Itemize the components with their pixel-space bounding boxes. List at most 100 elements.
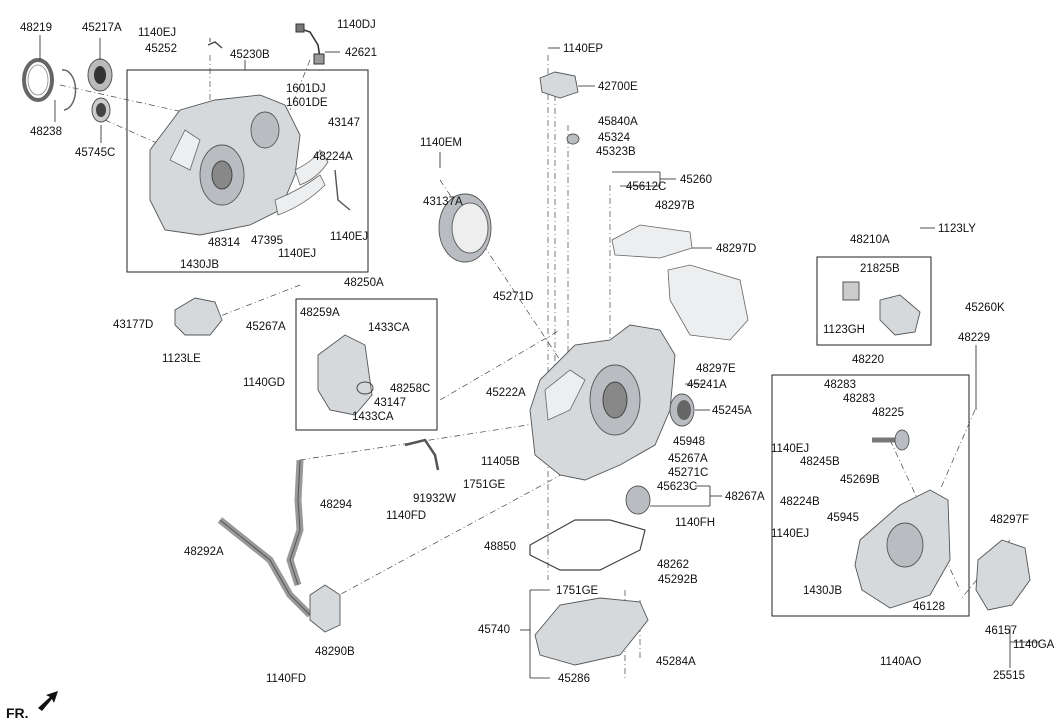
label-45267a: 45267A [246, 321, 286, 333]
label-43177d: 43177D [113, 319, 153, 331]
transmission-case-45241a [529, 324, 676, 481]
label-46157: 46157 [985, 625, 1017, 637]
label-48224b: 48224B [780, 496, 820, 508]
label-1430jb: 1430JB [180, 259, 219, 271]
label-43147: 43147 [328, 117, 360, 129]
label-48294: 48294 [320, 499, 353, 511]
label-48259a: 48259A [300, 307, 340, 319]
label-48220: 48220 [852, 354, 884, 366]
label-1140ej: 1140EJ [138, 27, 176, 39]
label-42621: 42621 [345, 47, 377, 59]
sensor-42621 [295, 23, 325, 65]
label-1751ge: 1751GE [556, 585, 599, 597]
direction-arrow-icon [38, 691, 58, 711]
label-43147: 43147 [374, 397, 406, 409]
label-48224a: 48224A [313, 151, 353, 163]
label-45324: 45324 [598, 132, 631, 144]
label-48245b: 48245B [800, 456, 840, 468]
label-48267a: 48267A [725, 491, 765, 503]
label-45271c: 45271C [668, 467, 708, 479]
label-46128: 46128 [913, 601, 945, 613]
label-45230b: 45230B [230, 49, 270, 61]
label-48297f: 48297F [990, 514, 1029, 526]
part-labels: 48219 45217A 1140EJ 45252 1140DJ 42621 4… [20, 19, 1055, 685]
label-45292b: 45292B [658, 574, 698, 586]
label-1140gd: 1140GD [243, 377, 285, 389]
bracket-48297f [975, 539, 1031, 611]
label-45269b: 45269B [840, 474, 880, 486]
oil-seal-45745c [91, 97, 111, 123]
valve-body-cover-48250a [317, 334, 374, 416]
label-43137a: 43137A [423, 196, 463, 208]
group-box-48220 [771, 374, 970, 617]
label-48297d: 48297D [716, 243, 756, 255]
pipe-48224a [334, 169, 351, 211]
label-48283: 48283 [824, 379, 856, 391]
label-45323b: 45323B [596, 146, 636, 158]
label-1123gh: 1123GH [823, 324, 865, 336]
label-48262: 48262 [657, 559, 689, 571]
label-45284a: 45284A [656, 656, 696, 668]
label-45271d: 45271D [493, 291, 533, 303]
label-45945: 45945 [827, 512, 859, 524]
label-48297b: 48297B [655, 200, 695, 212]
hose-48292a [217, 517, 313, 618]
bracket-45252 [207, 41, 223, 49]
label-1140ep: 1140EP [563, 43, 603, 55]
label-1140ao: 1140AO [880, 656, 921, 668]
label-25515: 25515 [993, 670, 1025, 682]
label-1430jb: 1430JB [803, 585, 842, 597]
label-45948: 45948 [673, 436, 705, 448]
oil-pan-45740 [534, 597, 649, 666]
label-48850: 48850 [484, 541, 516, 553]
label-45260k: 45260K [965, 302, 1005, 314]
label-45267a: 45267A [668, 453, 708, 465]
label-45252: 45252 [145, 43, 177, 55]
oil-seal-45217a [87, 58, 113, 92]
label-1751ge: 1751GE [463, 479, 506, 491]
seal-ring-48219 [22, 58, 54, 102]
label-45260: 45260 [680, 174, 712, 186]
label-45745c: 45745C [75, 147, 115, 159]
shaft-48225 [872, 429, 910, 451]
label-48219: 48219 [20, 22, 52, 34]
label-48314: 48314 [208, 237, 241, 249]
label-45612c: 45612C [626, 181, 666, 193]
snap-ring-48238 [61, 69, 77, 111]
label-48229: 48229 [958, 332, 990, 344]
label-45840a: 45840A [598, 116, 638, 128]
sensor-42700e [539, 71, 579, 99]
label-1140ej: 1140EJ [330, 231, 368, 243]
label-21825b: 21825B [860, 263, 900, 275]
label-1433ca: 1433CA [368, 322, 410, 334]
label-1123ly: 1123LY [938, 223, 976, 235]
label-45241a: 45241A [687, 379, 727, 391]
label-42700e: 42700E [598, 81, 638, 93]
label-1140fh: 1140FH [675, 517, 715, 529]
case-cover-46128 [854, 489, 951, 609]
label-45740: 45740 [478, 624, 510, 636]
gasket-48850 [529, 519, 646, 571]
label-1140fd: 1140FD [266, 673, 306, 685]
shield-47395 [274, 149, 329, 216]
label-48225: 48225 [872, 407, 904, 419]
label-1433ca: 1433CA [352, 411, 394, 423]
label-1140em: 1140EM [420, 137, 462, 149]
group-box-48210a [816, 256, 932, 346]
plate-48297d [611, 224, 693, 259]
label-1140ej: 1140EJ [771, 528, 809, 540]
seal-43137a [438, 193, 492, 263]
seal-45245a [669, 393, 695, 427]
label-48292a: 48292A [184, 546, 224, 558]
bracket-91932w [404, 438, 440, 471]
label-45222a: 45222A [486, 387, 526, 399]
direction-label: FR. [6, 705, 29, 721]
hose-48294 [286, 459, 304, 587]
cooler-48290b [309, 584, 341, 633]
label-1140dj: 1140DJ [337, 19, 376, 31]
label-48297e: 48297E [696, 363, 736, 375]
label-1140ej: 1140EJ [278, 248, 316, 260]
label-91932w: 91932W [413, 493, 456, 505]
label-48290b: 48290B [315, 646, 355, 658]
